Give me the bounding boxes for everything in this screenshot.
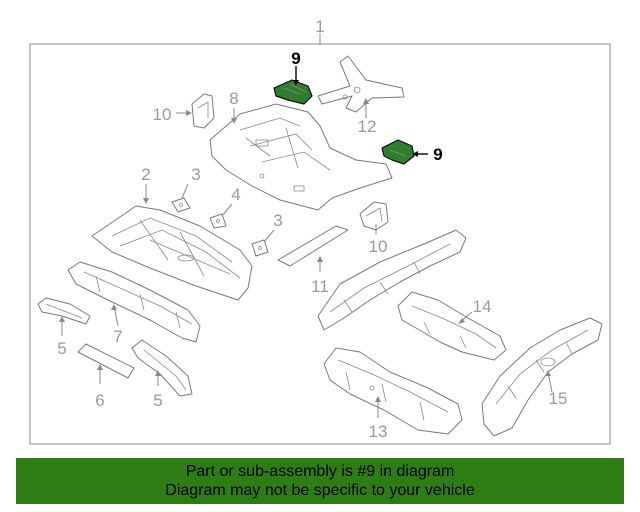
part-14[interactable]	[397, 291, 507, 361]
callout-11: 11	[311, 277, 329, 296]
callout-7: 7	[113, 327, 122, 346]
part-3-a[interactable]	[171, 197, 191, 213]
arrow-9-top	[293, 80, 299, 86]
side-rail-upper[interactable]	[317, 229, 467, 331]
callout-5-bottom: 5	[153, 391, 162, 410]
part-10-left[interactable]	[191, 93, 215, 129]
leader-3-b	[263, 229, 275, 243]
arrow-15	[545, 370, 551, 376]
callout-15: 15	[549, 389, 568, 408]
callout-10-right: 10	[369, 237, 388, 256]
callout-3-b: 3	[273, 211, 282, 230]
info-banner: Part or sub-assembly is #9 in diagram Di…	[16, 458, 624, 504]
arrow-14	[458, 318, 465, 324]
part-5-left[interactable]	[37, 297, 91, 325]
arrow-5-bottom	[155, 370, 161, 376]
part-11[interactable]	[277, 225, 349, 267]
part-13[interactable]	[323, 347, 463, 435]
arrow-7	[111, 304, 117, 310]
part-10-right[interactable]	[359, 201, 389, 231]
arrow-11	[317, 256, 323, 262]
banner-line-2: Diagram may not be specific to your vehi…	[165, 482, 475, 499]
callout-3-a: 3	[191, 165, 200, 184]
leader-4	[221, 203, 233, 217]
leader-3-a	[181, 183, 189, 199]
callout-8: 8	[229, 89, 238, 108]
part-4[interactable]	[209, 213, 227, 229]
part-9-right[interactable]	[381, 139, 415, 165]
callout-main: 1	[315, 17, 324, 36]
banner-line-1: Part or sub-assembly is #9 in diagram	[185, 463, 455, 480]
part-9-top[interactable]	[273, 79, 313, 105]
arrow-8	[231, 118, 237, 124]
callout-4: 4	[231, 185, 240, 204]
part-6[interactable]	[77, 343, 135, 379]
arrow-2	[143, 198, 149, 204]
callout-12: 12	[358, 117, 377, 136]
part-2[interactable]	[91, 205, 253, 301]
arrow-6	[97, 364, 103, 370]
callout-9-right: 9	[433, 145, 442, 164]
part-12[interactable]	[317, 55, 405, 113]
callout-9-top: 9	[291, 49, 300, 68]
arrow-13	[375, 396, 381, 402]
part-15[interactable]	[481, 317, 603, 437]
arrow-10-left	[186, 110, 192, 116]
arrow-5-left	[59, 316, 65, 322]
part-8[interactable]	[209, 103, 393, 211]
callout-14: 14	[473, 297, 492, 316]
callout-10-left: 10	[153, 105, 172, 124]
arrow-12	[363, 98, 369, 104]
parts-diagram: 1 12 9 9 10 8	[29, 17, 611, 445]
part-3-b[interactable]	[251, 239, 269, 257]
callout-6: 6	[95, 391, 104, 410]
part-7[interactable]	[67, 261, 201, 343]
callout-5-left: 5	[57, 339, 66, 358]
callout-2: 2	[141, 165, 150, 184]
part-5-bottom[interactable]	[131, 339, 193, 397]
arrow-9-right	[412, 151, 418, 157]
callout-13: 13	[369, 422, 388, 441]
